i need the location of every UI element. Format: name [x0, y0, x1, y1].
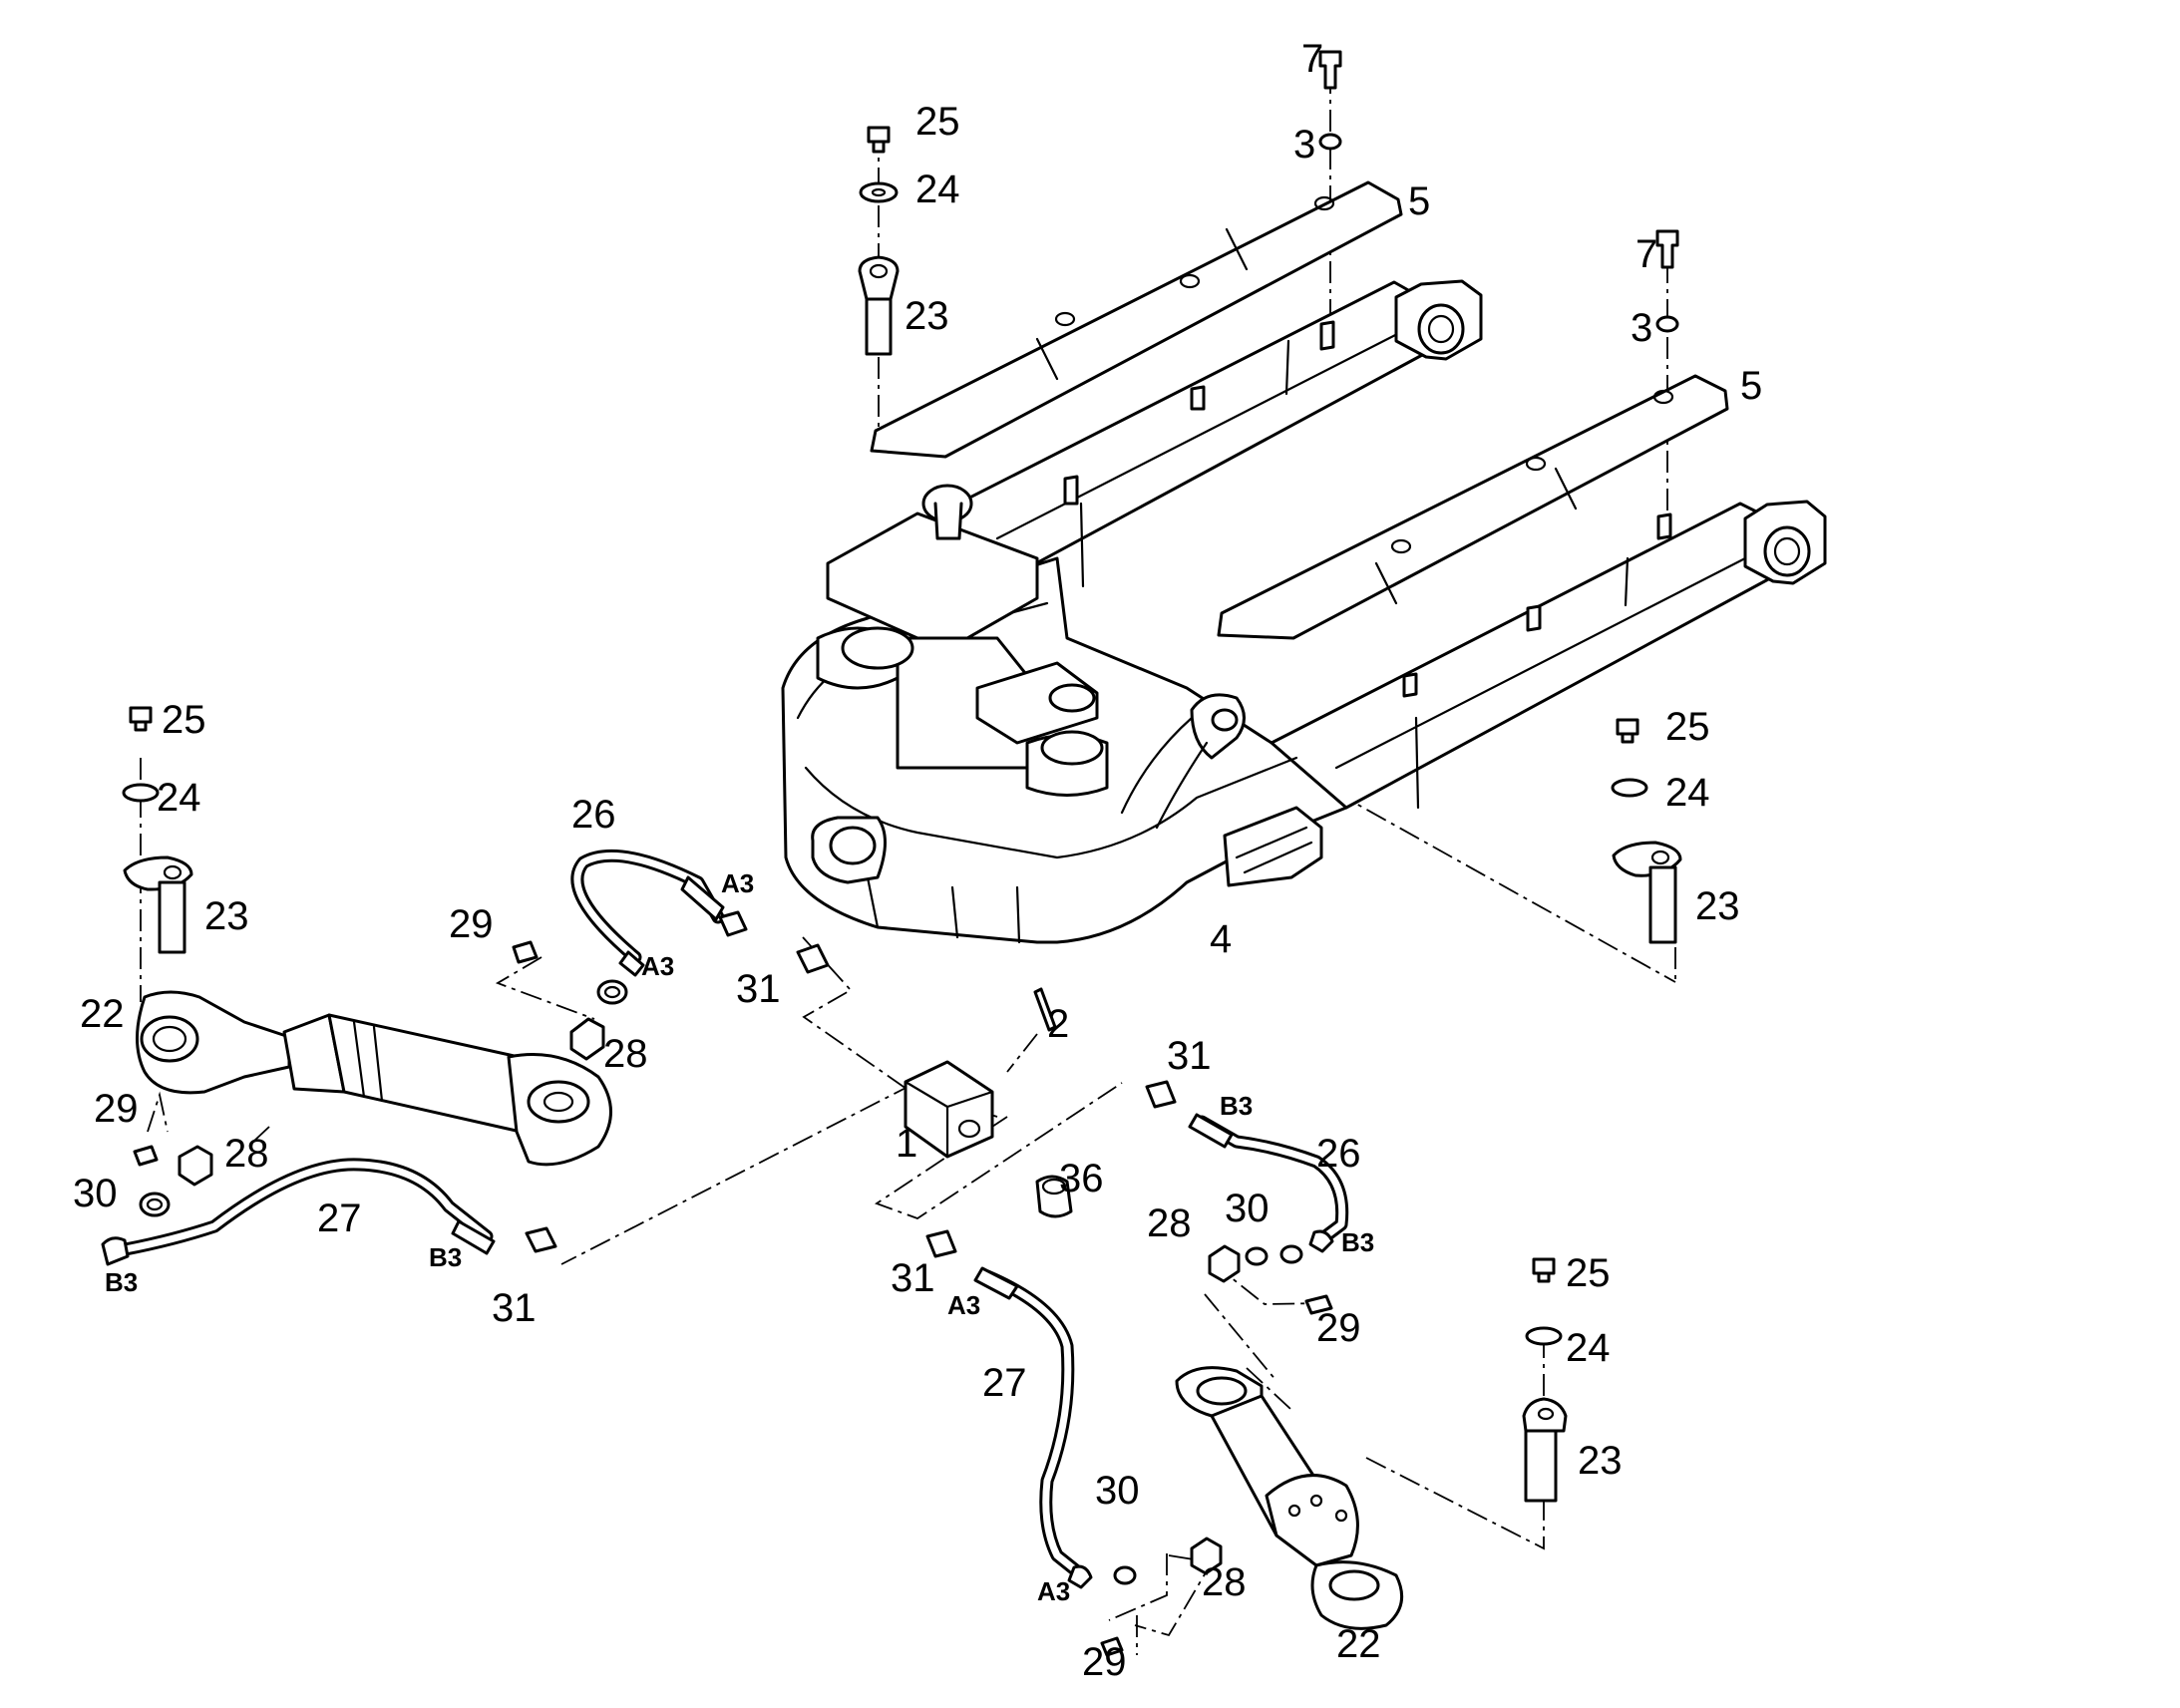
part-number-29: 29 — [1082, 1640, 1127, 1684]
part-number-29: 29 — [94, 1087, 139, 1131]
part-number-31: 31 — [736, 967, 781, 1011]
part-number-36: 36 — [1059, 1157, 1104, 1200]
part-number-labels: 7 3 5 7 3 5 25 24 23 25 24 23 25 24 23 2… — [73, 37, 1762, 1684]
part-number-5: 5 — [1740, 364, 1762, 408]
part-number-27: 27 — [317, 1196, 362, 1240]
part-number-28: 28 — [1202, 1560, 1247, 1604]
part-number-31: 31 — [492, 1286, 537, 1330]
right-upper-hardware — [1611, 718, 1682, 944]
part-number-25: 25 — [1566, 1251, 1611, 1295]
part-number-4: 4 — [1210, 917, 1232, 961]
lower-right-hardware — [1522, 1257, 1568, 1503]
left-upper-hardware — [122, 706, 193, 954]
part-number-28: 28 — [224, 1132, 269, 1176]
part-number-24: 24 — [1665, 771, 1710, 815]
part-number-3: 3 — [1293, 123, 1315, 167]
valve-block — [904, 987, 1073, 1218]
part-number-22: 22 — [1336, 1622, 1381, 1666]
part-number-7: 7 — [1301, 37, 1323, 81]
part-number-31: 31 — [1167, 1034, 1212, 1078]
part-number-5: 5 — [1408, 179, 1430, 223]
part-number-23: 23 — [1578, 1439, 1623, 1483]
small-parts — [133, 940, 1333, 1657]
part-number-24: 24 — [157, 776, 201, 820]
left-cylinder — [136, 990, 612, 1167]
port-label-b3: B3 — [105, 1267, 138, 1297]
part-number-25: 25 — [915, 100, 960, 144]
part-number-24: 24 — [915, 168, 960, 211]
port-label-a3: A3 — [721, 868, 754, 898]
part-number-25: 25 — [162, 698, 206, 742]
port-labels: A3 A3 B3 B3 B3 B3 A3 A3 — [105, 868, 1374, 1606]
part-number-31: 31 — [891, 1256, 935, 1300]
port-label-a3: A3 — [641, 951, 674, 981]
part-number-30: 30 — [1095, 1469, 1140, 1513]
part-number-1: 1 — [896, 1122, 917, 1166]
port-label-b3: B3 — [1220, 1091, 1253, 1121]
right-cylinder — [1175, 1366, 1404, 1630]
part-number-2: 2 — [1047, 1002, 1069, 1046]
port-label-a3: A3 — [947, 1290, 980, 1320]
part-number-30: 30 — [73, 1172, 118, 1215]
part-number-26: 26 — [571, 793, 616, 837]
fittings — [525, 910, 1177, 1258]
port-label-b3: B3 — [429, 1242, 462, 1272]
hoses — [101, 849, 1349, 1589]
part-number-25: 25 — [1665, 705, 1710, 749]
part-number-28: 28 — [603, 1032, 648, 1076]
top-hardware — [858, 50, 1679, 356]
part-number-28: 28 — [1147, 1201, 1192, 1245]
part-number-23: 23 — [204, 894, 249, 938]
part-number-29: 29 — [1316, 1306, 1361, 1350]
fork-frame — [781, 180, 1827, 944]
part-number-23: 23 — [1695, 884, 1740, 928]
part-number-22: 22 — [80, 992, 125, 1036]
part-number-23: 23 — [905, 294, 949, 338]
port-label-a3: A3 — [1037, 1576, 1070, 1606]
part-number-26: 26 — [1316, 1132, 1361, 1176]
part-number-7: 7 — [1635, 232, 1657, 276]
part-number-27: 27 — [982, 1361, 1027, 1405]
part-number-3: 3 — [1631, 306, 1652, 350]
part-number-29: 29 — [449, 902, 494, 946]
port-label-b3: B3 — [1341, 1227, 1374, 1257]
part-number-30: 30 — [1225, 1187, 1270, 1230]
part-number-24: 24 — [1566, 1326, 1611, 1370]
